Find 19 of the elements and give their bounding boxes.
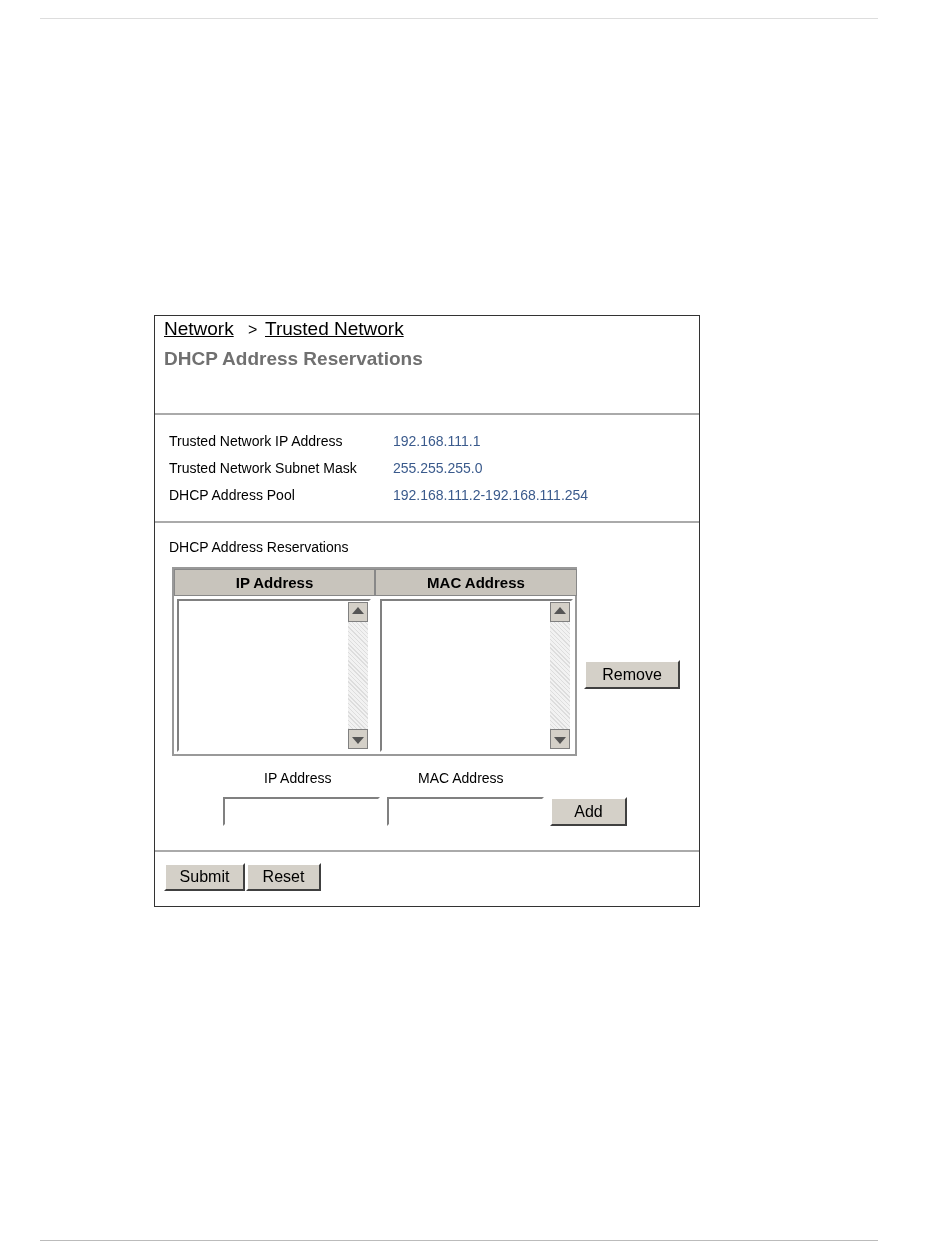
field-label: Trusted Network IP Address xyxy=(169,433,343,449)
reset-button: Reset xyxy=(246,863,321,891)
breadcrumb-link: Network xyxy=(164,318,234,340)
section-heading: DHCP Address Reservations xyxy=(169,539,349,555)
column-header: MAC Address xyxy=(375,569,577,596)
remove-button: Remove xyxy=(584,660,680,689)
field-value: 192.168.111.2-192.168.111.254 xyxy=(393,487,589,503)
breadcrumb-separator: > xyxy=(248,321,258,339)
submit-button: Submit xyxy=(164,863,245,891)
field-value: 192.168.111.1 xyxy=(393,433,481,449)
breadcrumb-link: Trusted Network xyxy=(265,318,404,340)
field-label: IP Address xyxy=(264,770,332,786)
field-label: Trusted Network Subnet Mask xyxy=(169,460,357,476)
page-heading: DHCP Address Reservations xyxy=(164,348,423,370)
field-label: MAC Address xyxy=(418,770,504,786)
field-label: DHCP Address Pool xyxy=(169,487,295,503)
add-button: Add xyxy=(550,797,627,826)
column-header: IP Address xyxy=(174,569,375,596)
field-value: 255.255.255.0 xyxy=(393,460,483,476)
